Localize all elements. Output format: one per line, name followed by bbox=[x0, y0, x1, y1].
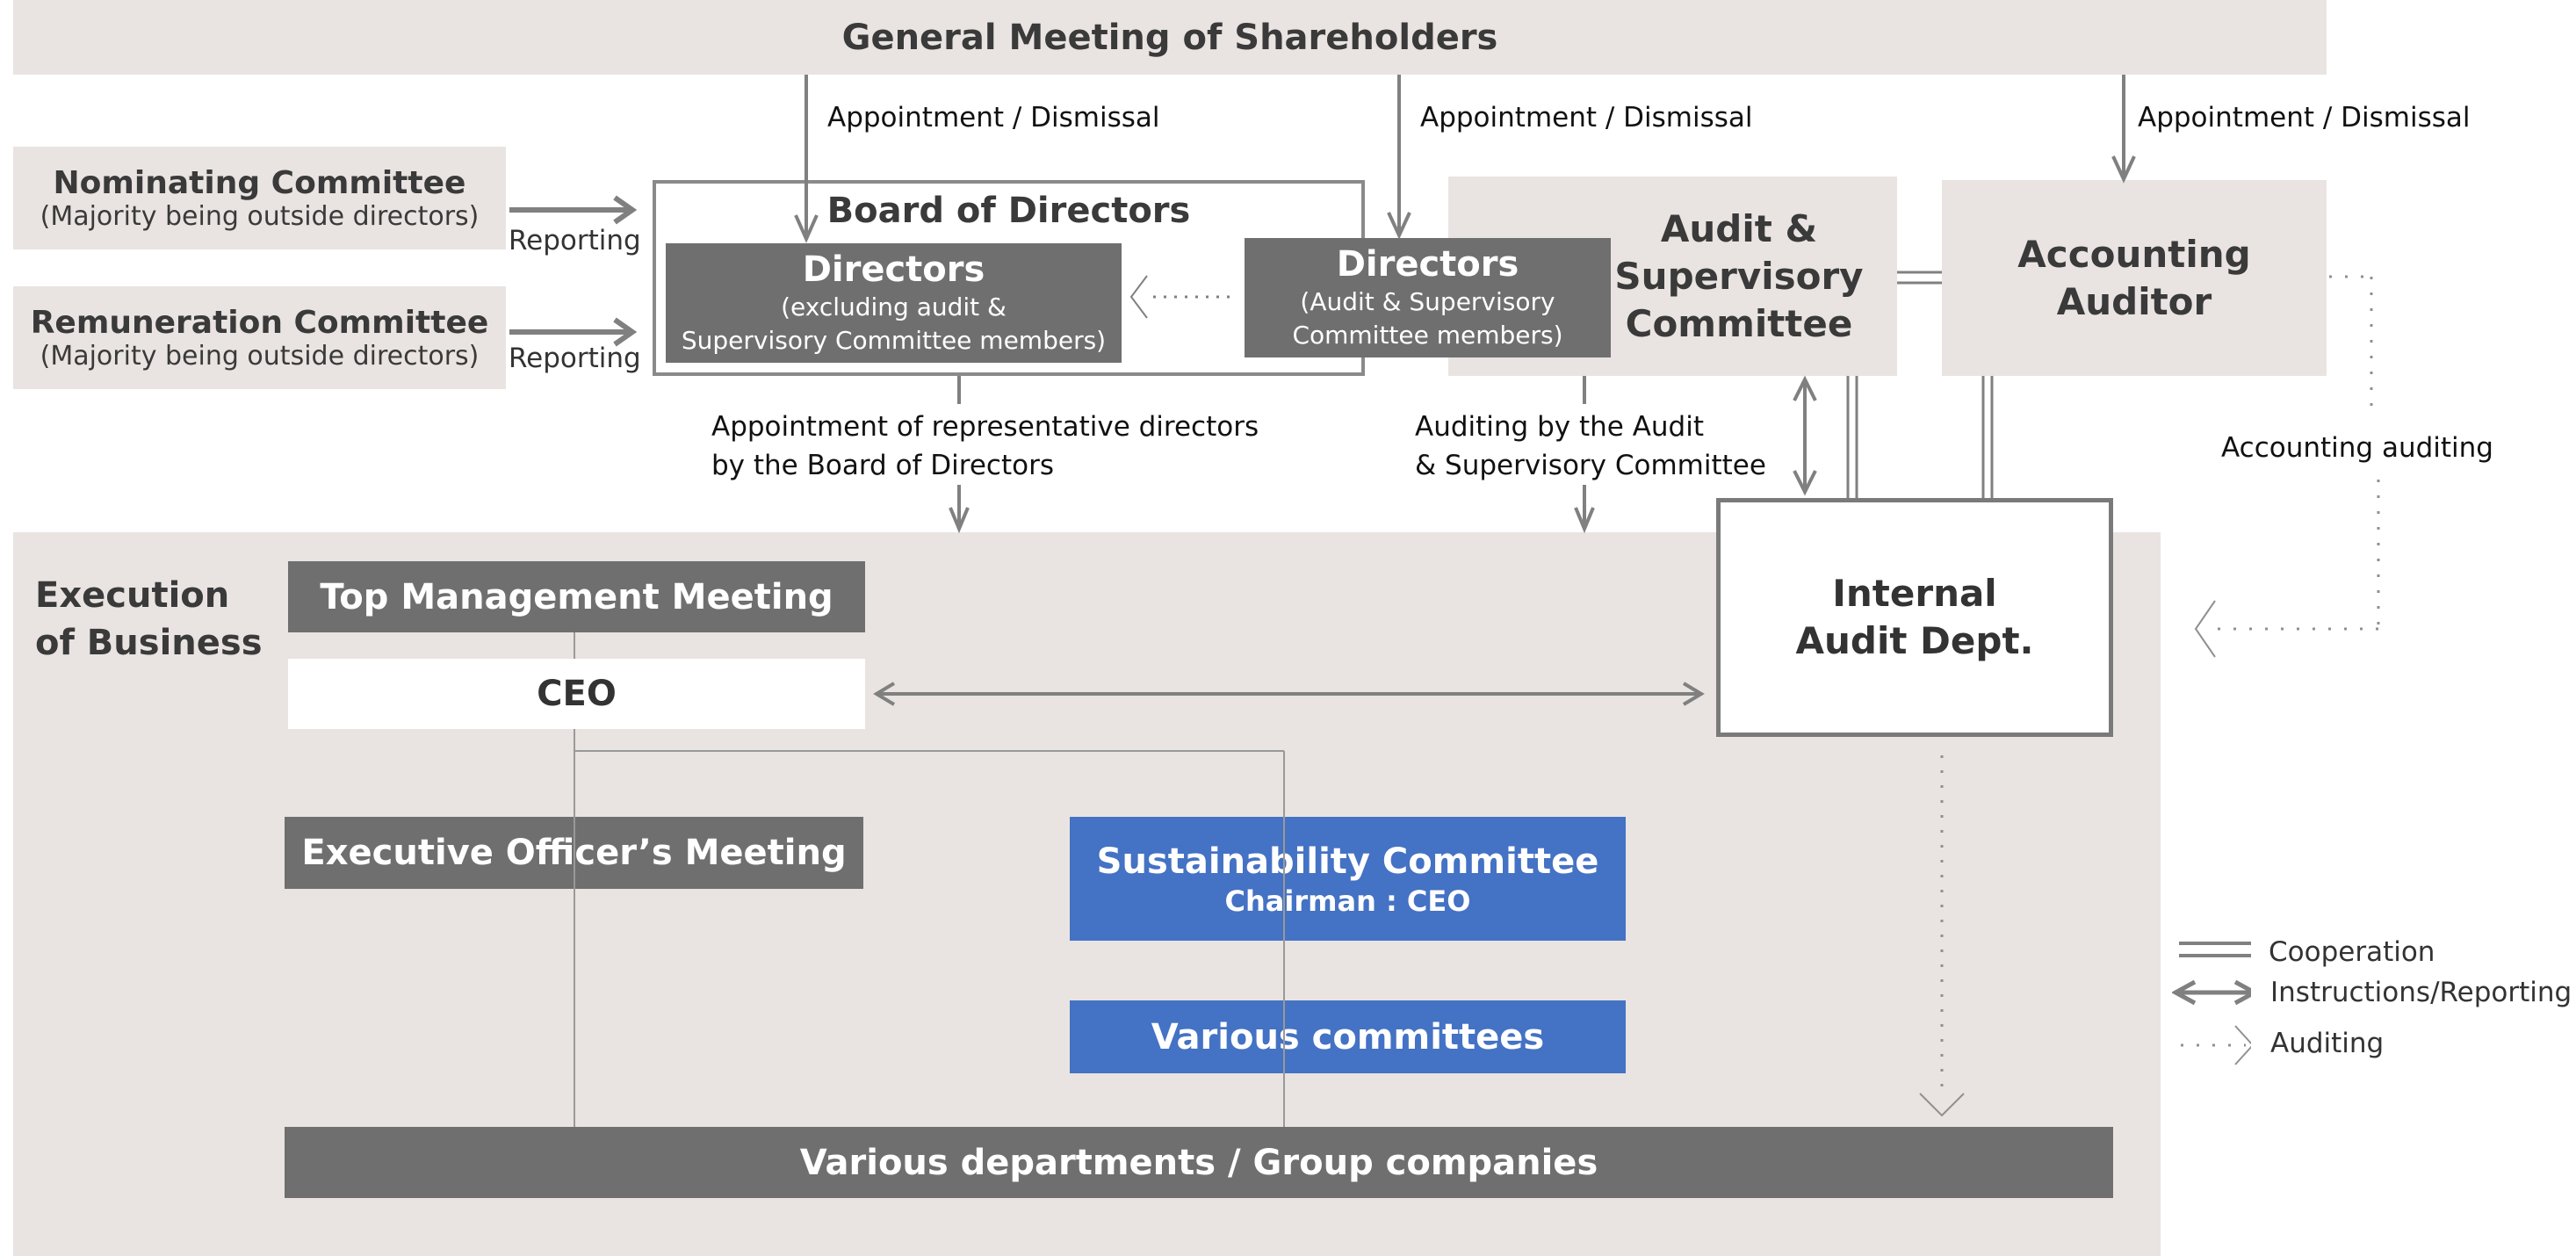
appointment-label-board: Appointment / Dismissal bbox=[827, 102, 1160, 134]
executive-officers-label: Executive Officer’s Meeting bbox=[301, 833, 847, 873]
audit-by-annotation-2: & Supervisory Committee bbox=[1415, 446, 1766, 485]
legend-cooperation: Cooperation bbox=[2269, 936, 2435, 968]
internal-audit-line1: Internal bbox=[1832, 572, 1997, 615]
directors-left-title: Directors bbox=[802, 249, 985, 290]
various-committees-label: Various committees bbox=[1151, 1016, 1545, 1057]
nominating-title: Nominating Committee bbox=[53, 164, 466, 201]
audit-committee-line3: Committee bbox=[1625, 301, 1853, 345]
various-committees: Various committees bbox=[1070, 1000, 1626, 1073]
executive-officers-meeting: Executive Officer’s Meeting bbox=[285, 817, 863, 889]
audit-by-arrowhead bbox=[1574, 507, 1595, 534]
departments-group-companies: Various departments / Group companies bbox=[285, 1127, 2113, 1198]
accounting-auditor: Accounting Auditor bbox=[1942, 180, 2327, 376]
directors-excluding-audit: Directors (excluding audit & Supervisory… bbox=[666, 243, 1122, 363]
rep-directors-annotation-2: by the Board of Directors bbox=[711, 446, 1054, 485]
legend-auditing: Auditing bbox=[2270, 1028, 2385, 1059]
board-title: Board of Directors bbox=[826, 191, 1191, 231]
audit-committee-line2: Supervisory bbox=[1614, 254, 1864, 298]
execution-label-1: Execution bbox=[35, 575, 230, 616]
top-management-meeting: Top Management Meeting bbox=[288, 561, 865, 632]
directors-right-title: Directors bbox=[1336, 244, 1519, 285]
nominating-reporting-arrowhead bbox=[613, 195, 638, 225]
remuneration-title: Remuneration Committee bbox=[30, 304, 489, 341]
shareholders-title: General Meeting of Shareholders bbox=[841, 17, 1498, 58]
directors-left-line2: Supervisory Committee members) bbox=[681, 326, 1107, 355]
internal-audit-line2: Audit Dept. bbox=[1795, 619, 2034, 662]
audit-by-annotation-1: Auditing by the Audit bbox=[1415, 408, 1704, 446]
execution-label-2: of Business bbox=[35, 623, 263, 663]
rep-directors-arrowhead bbox=[949, 507, 970, 534]
nominating-committee: Nominating Committee (Majority being out… bbox=[13, 147, 506, 249]
appointment-arrowhead-audit-directors bbox=[1387, 212, 1411, 240]
audit-committee-line1: Audit & bbox=[1660, 206, 1818, 250]
appointment-label-audit-directors: Appointment / Dismissal bbox=[1420, 102, 1753, 134]
internal-audit-dept: Internal Audit Dept. bbox=[1716, 498, 2113, 737]
accounting-auditor-line2: Auditor bbox=[2056, 279, 2212, 323]
directors-audit-members: Directors (Audit & Supervisory Committee… bbox=[1245, 238, 1611, 357]
sustainability-subtitle: Chairman : CEO bbox=[1224, 884, 1471, 918]
departments-label: Various departments / Group companies bbox=[799, 1142, 1598, 1183]
nominating-reporting-label: Reporting bbox=[509, 225, 641, 256]
remuneration-committee: Remuneration Committee (Majority being o… bbox=[13, 286, 506, 389]
appointment-arrowhead-accounting bbox=[2111, 155, 2136, 184]
top-management-label: Top Management Meeting bbox=[320, 576, 833, 617]
nominating-subtitle: (Majority being outside directors) bbox=[40, 200, 480, 232]
remuneration-subtitle: (Majority being outside directors) bbox=[40, 340, 480, 372]
ceo-box: CEO bbox=[288, 659, 865, 729]
rep-directors-annotation-1: Appointment of representative directors bbox=[711, 408, 1259, 446]
dotted-arrow-icon bbox=[2181, 1025, 2251, 1065]
ceo-label: CEO bbox=[537, 674, 617, 714]
directors-left-line1: (excluding audit & bbox=[781, 292, 1007, 321]
remuneration-reporting-label: Reporting bbox=[509, 343, 641, 374]
sustainability-committee: Sustainability Committee Chairman : CEO bbox=[1070, 817, 1626, 941]
accounting-auditing-annotation: Accounting auditing bbox=[2221, 429, 2493, 467]
directors-right-line1: (Audit & Supervisory bbox=[1300, 287, 1555, 316]
directors-right-line2: Committee members) bbox=[1292, 321, 1563, 350]
shareholders-meeting: General Meeting of Shareholders bbox=[13, 0, 2327, 75]
sustainability-title: Sustainability Committee bbox=[1096, 841, 1599, 882]
appointment-label-accounting-auditor: Appointment / Dismissal bbox=[2138, 102, 2471, 134]
accounting-auditing-arrowhead bbox=[2194, 600, 2216, 658]
double-line-icon bbox=[2179, 942, 2251, 957]
legend-instructions-reporting: Instructions/Reporting bbox=[2270, 977, 2572, 1008]
double-headed-arrow-icon bbox=[2172, 979, 2251, 1006]
legend: Cooperation Instructions/Reporting Audit… bbox=[2172, 913, 2576, 1072]
accounting-auditor-line1: Accounting bbox=[2017, 232, 2251, 276]
